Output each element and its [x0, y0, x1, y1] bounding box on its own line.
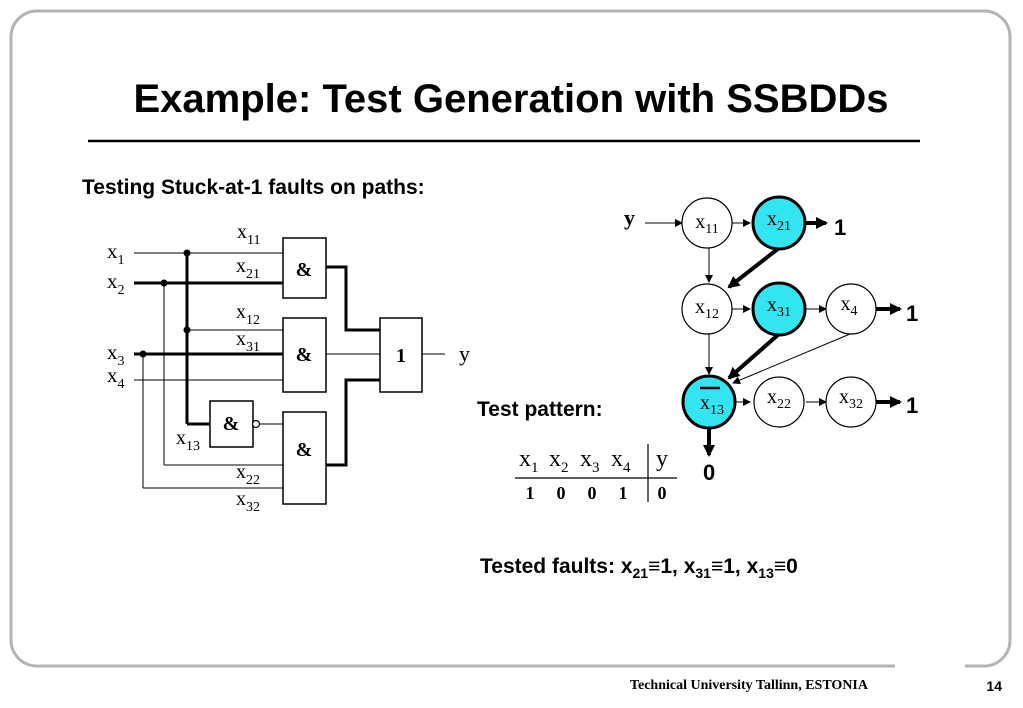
and-gate-1	[282, 237, 327, 299]
or-gate-label: 1	[396, 345, 406, 367]
value-x1: 1	[526, 483, 535, 503]
and-gate-3-label: &	[296, 439, 313, 461]
header-x4: x4	[611, 446, 631, 476]
terminal-1-c: 1	[906, 393, 918, 418]
test-pattern-label: Test pattern:	[477, 398, 603, 421]
terminal-1-a: 1	[834, 215, 846, 240]
junction-dot	[139, 350, 147, 358]
branch-x21-label: x21	[236, 255, 260, 282]
section-subtitle: Testing Stuck-at-1 faults on paths:	[82, 176, 425, 199]
input-x1-label: x1	[107, 239, 125, 268]
circuit-wires	[134, 252, 445, 489]
svg-text:x21: x21	[767, 208, 791, 234]
ssbdd-node-x11: x11	[681, 197, 733, 249]
junction-dot	[183, 249, 191, 257]
input-x4-label: x4	[107, 363, 125, 392]
input-x2-label: x2	[107, 269, 125, 298]
and-gate-2	[282, 317, 327, 393]
ssbdd-node-x4: x4	[825, 283, 877, 335]
junction-dot	[183, 326, 191, 334]
branch-x11-label: x11	[237, 221, 260, 248]
value-x2: 0	[557, 483, 566, 503]
branch-x32-label: x32	[236, 488, 260, 515]
and-gate-3	[282, 411, 327, 505]
slide-title: Example: Test Generation with SSBDDs	[134, 77, 889, 121]
value-x3: 0	[588, 483, 597, 503]
ssbdd-node-x12: x12	[681, 283, 733, 335]
or-gate	[379, 317, 423, 393]
svg-text:x22: x22	[767, 386, 791, 412]
footer-institution: Technical University Tallinn, ESTONIA	[630, 678, 869, 693]
circuit-output-label: y	[459, 341, 470, 366]
test-pattern: Test pattern: x1 x2 x3 x4 y 1 0 0 1 0	[477, 398, 677, 503]
value-y: 0	[658, 483, 667, 503]
svg-text:x32: x32	[839, 386, 863, 412]
ssbdd-node-x32: x32	[825, 376, 877, 428]
ssbdd-node-x22: x22	[753, 376, 805, 428]
tested-faults: Tested faults: x21≡1, x31≡1, x13≡0	[480, 555, 798, 581]
page-number: 14	[986, 678, 1002, 694]
branch-x13-label: x13	[176, 427, 200, 454]
svg-text:x11: x11	[695, 211, 718, 237]
ssbdd-graph: y x11 x21	[624, 195, 918, 485]
junction-dot	[160, 279, 168, 287]
svg-text:x12: x12	[695, 296, 719, 322]
svg-text:x13: x13	[700, 392, 724, 418]
frame-gap	[895, 658, 965, 674]
ssbdd-node-x13-inverted: x13	[681, 374, 737, 430]
ssbdd-node-x21: x21	[751, 195, 807, 251]
ssbdd-node-x31: x31	[751, 281, 807, 337]
svg-text:x4: x4	[841, 293, 858, 319]
branch-x22-label: x22	[236, 461, 260, 488]
header-y: y	[656, 446, 668, 472]
branch-x31-label: x31	[236, 328, 260, 355]
value-x4: 1	[619, 483, 628, 503]
terminal-1-b: 1	[906, 301, 918, 326]
header-x2: x2	[549, 446, 569, 476]
input-x3-label: x3	[107, 340, 125, 369]
svg-text:x31: x31	[767, 294, 791, 320]
header-x1: x1	[519, 446, 539, 476]
terminal-0: 0	[703, 460, 715, 485]
and-gate-2-label: &	[296, 344, 313, 366]
header-x3: x3	[580, 446, 600, 476]
nand-gate-label: &	[223, 413, 240, 435]
ssbdd-edges	[645, 217, 902, 457]
logic-circuit: x1 x2 x3 x4	[107, 221, 470, 515]
branch-x12-label: x12	[236, 301, 260, 328]
ssbdd-root-label: y	[624, 205, 635, 230]
and-gate-1-label: &	[296, 259, 313, 281]
slide-frame	[9, 9, 1012, 668]
inversion-bubble	[251, 419, 261, 429]
